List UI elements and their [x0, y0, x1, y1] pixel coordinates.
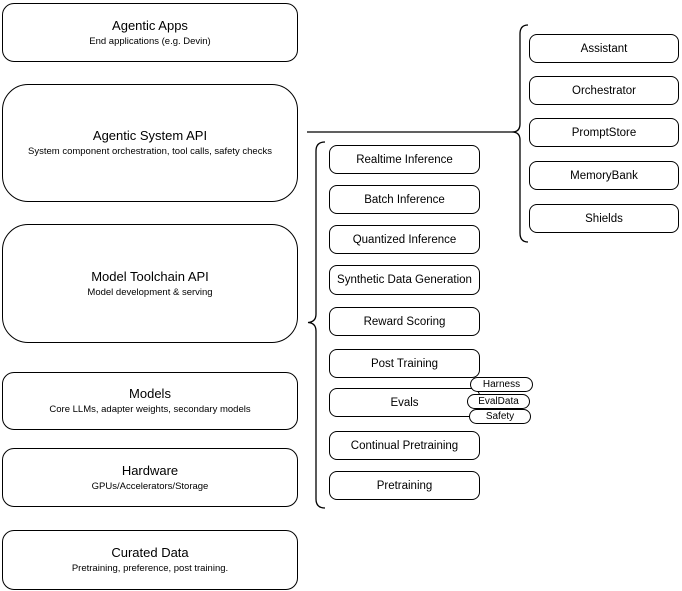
node-label: Reward Scoring: [363, 315, 446, 328]
node-subtitle: GPUs/Accelerators/Storage: [91, 480, 209, 492]
node-label: Orchestrator: [572, 84, 636, 97]
node-continual-pretraining: Continual Pretraining: [329, 431, 480, 460]
node-hardware: Hardware GPUs/Accelerators/Storage: [2, 448, 298, 507]
node-label: Batch Inference: [364, 193, 445, 206]
node-label: MemoryBank: [570, 169, 638, 182]
node-model-toolchain-api: Model Toolchain API Model development & …: [2, 224, 298, 343]
node-subtitle: Core LLMs, adapter weights, secondary mo…: [49, 404, 251, 415]
node-agentic-apps: Agentic Apps End applications (e.g. Devi…: [2, 3, 298, 62]
node-title: Agentic System API: [92, 128, 208, 143]
toolchain-group-brace: [307, 141, 326, 509]
node-label: Assistant: [580, 42, 628, 55]
node-title: Hardware: [121, 462, 179, 478]
pill-label: Harness: [482, 379, 521, 390]
node-label: Shields: [585, 212, 623, 225]
node-synthetic-data-generation: Synthetic Data Generation: [329, 265, 480, 295]
pill-label: EvalData: [478, 396, 519, 407]
node-title: Agentic Apps: [112, 17, 188, 33]
node-title: Models: [129, 386, 171, 401]
node-realtime-inference: Realtime Inference: [329, 145, 480, 174]
node-shields: Shields: [529, 204, 679, 233]
pill-evals-safety: Safety: [469, 409, 531, 424]
node-label: Post Training: [370, 357, 439, 370]
node-label: Quantized Inference: [352, 233, 457, 246]
node-subtitle: Pretraining, preference, post training.: [71, 563, 229, 574]
system-group-brace: [511, 24, 529, 243]
node-evals: Evals: [329, 388, 480, 417]
node-orchestrator: Orchestrator: [529, 76, 679, 105]
node-label: Synthetic Data Generation: [337, 274, 472, 286]
node-quantized-inference: Quantized Inference: [329, 225, 480, 254]
node-memorybank: MemoryBank: [529, 161, 679, 190]
node-promptstore: PromptStore: [529, 118, 679, 147]
node-label: Pretraining: [376, 479, 433, 492]
node-post-training: Post Training: [329, 349, 480, 378]
node-subtitle: Model development & serving: [87, 286, 213, 298]
node-batch-inference: Batch Inference: [329, 185, 480, 214]
pill-label: Safety: [485, 411, 515, 422]
node-label: PromptStore: [571, 126, 637, 139]
node-curated-data: Curated Data Pretraining, preference, po…: [2, 530, 298, 590]
node-title: Curated Data: [111, 545, 189, 560]
node-subtitle: System component orchestration, tool cal…: [28, 146, 272, 157]
pill-evals-harness: Harness: [470, 377, 533, 392]
node-label: Realtime Inference: [356, 153, 453, 166]
node-pretraining: Pretraining: [329, 471, 480, 500]
node-label: Evals: [390, 396, 419, 409]
node-assistant: Assistant: [529, 34, 679, 63]
node-title: Model Toolchain API: [91, 268, 209, 284]
node-subtitle: End applications (e.g. Devin): [89, 35, 211, 47]
node-reward-scoring: Reward Scoring: [329, 307, 480, 336]
pill-evals-evaldata: EvalData: [467, 394, 530, 409]
node-agentic-system-api: Agentic System API System component orch…: [2, 84, 298, 202]
node-models: Models Core LLMs, adapter weights, secon…: [2, 372, 298, 430]
node-label: Continual Pretraining: [350, 439, 459, 452]
